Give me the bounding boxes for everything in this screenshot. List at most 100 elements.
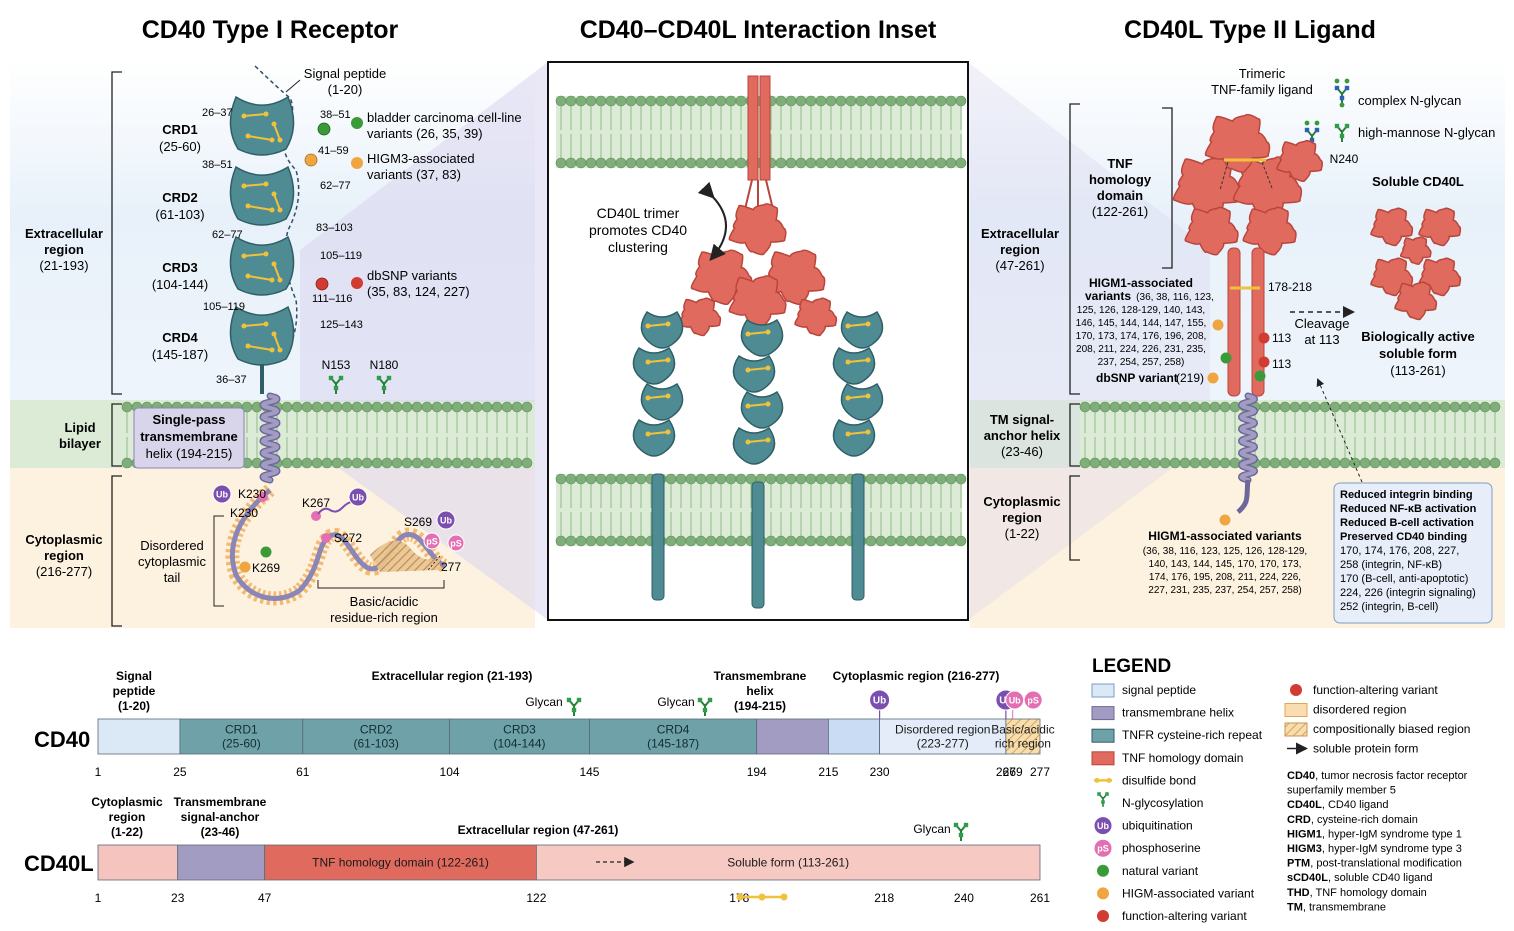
svg-text:Reduced integrin binding: Reduced integrin binding: [1340, 489, 1473, 501]
lipid-head: [421, 457, 433, 469]
dbsnp-legend-dot: [351, 277, 363, 289]
legend-swatch: [1091, 706, 1115, 721]
legend-dot: [1097, 887, 1109, 900]
badge-label: Ub: [1097, 821, 1109, 831]
disulfide-bond: [243, 183, 267, 187]
svg-text:(23-46): (23-46): [201, 825, 240, 839]
lipid-head: [441, 401, 453, 413]
lipid-head: [1279, 457, 1291, 469]
lipid-head: [1309, 457, 1321, 469]
cd40-region-brackets: [111, 71, 122, 627]
lipid-head: [895, 157, 907, 169]
glyco-site-n180: N180: [370, 358, 399, 372]
disulfide-bond: [847, 359, 869, 363]
legend-label: TNF homology domain: [1122, 751, 1243, 765]
lipid-head: [301, 457, 313, 469]
legend-bond-end: [1106, 777, 1112, 783]
legend-label: signal peptide: [1122, 683, 1196, 697]
svg-text:38–51: 38–51: [202, 159, 233, 171]
svg-text:(1-22): (1-22): [1005, 526, 1040, 541]
disulfide-bond: [847, 395, 869, 399]
legend-item: signal peptide: [1091, 683, 1196, 698]
lipid-head: [1179, 457, 1191, 469]
legend-item: natural variant: [1097, 864, 1199, 878]
lipid-head: [1359, 457, 1371, 469]
badge-label: Ub: [873, 696, 886, 707]
lipid-head: [121, 401, 133, 413]
glycan-residue: [1304, 127, 1310, 133]
lipid-head: [675, 95, 687, 107]
lipid-head: [431, 401, 443, 413]
cysteine: [277, 137, 283, 143]
higm3-variant-note: HIGM3-associated: [367, 151, 475, 166]
ligand-lobe: [1370, 207, 1414, 247]
lipid-head: [471, 457, 483, 469]
lipid-head: [835, 95, 847, 107]
dbsnp-variant-dot: [315, 277, 329, 291]
lipid-head: [765, 535, 777, 547]
lipid-head: [461, 457, 473, 469]
lipid-head: [705, 535, 717, 547]
legend-dot: [1290, 684, 1302, 696]
lipid-head: [1259, 457, 1271, 469]
ubiquitin-badge: [436, 510, 456, 530]
complex-glycan-label: complex N-glycan: [1358, 93, 1461, 108]
legend-abbreviation: sCD40L, soluble CD40 ligand: [1287, 872, 1433, 884]
svg-text:Reduced NF-κB activation: Reduced NF-κB activation: [1340, 503, 1477, 515]
lipid-head: [785, 95, 797, 107]
svg-text:Cytoplasmic region (216-277): Cytoplasmic region (216-277): [833, 669, 1000, 683]
lipid-head: [511, 401, 523, 413]
lipid-head: [1219, 401, 1231, 413]
cysteine: [665, 393, 671, 399]
lipid-head: [521, 457, 533, 469]
lipid-head: [635, 473, 647, 485]
glycan-residue: [1101, 800, 1105, 804]
svg-text:bilayer: bilayer: [59, 436, 101, 451]
glycan-residue: [376, 375, 382, 381]
cd40-map-name: CD40: [34, 727, 90, 752]
ubiquitin-badge: [1093, 816, 1113, 836]
lipid-head: [1319, 457, 1331, 469]
legend-item: disulfide bond: [1094, 773, 1196, 787]
cysteine: [271, 261, 277, 267]
svg-text:125, 126, 128-129, 140, 143,: 125, 126, 128-129, 140, 143,: [1077, 305, 1205, 316]
legend-item: TNFR cysteine-rich repeat: [1091, 728, 1263, 743]
ligand-lobe: [1242, 206, 1297, 256]
legend-title: LEGEND: [1092, 656, 1171, 677]
segment-label: Disordered region: [895, 723, 990, 737]
lipid-head: [361, 401, 373, 413]
svg-text:258 (integrin, NF-κB): 258 (integrin, NF-κB): [1340, 559, 1442, 571]
badge-label: Ub: [1009, 696, 1021, 706]
basic-region-label-2: residue-rich region: [330, 610, 438, 625]
legend-label: disordered region: [1313, 703, 1406, 717]
cysteine: [765, 437, 771, 443]
lipid-head: [695, 535, 707, 547]
lipid-head: [945, 157, 957, 169]
cysteine: [263, 181, 269, 187]
lipid-head: [915, 535, 927, 547]
dbsnp-variant-note: dbSNP variants: [367, 268, 458, 283]
disulfide-bond: [243, 253, 267, 257]
lipid-head: [635, 157, 647, 169]
title-cd40l-ligand: CD40L Type II Ligand: [1124, 16, 1376, 44]
lipid-head: [1419, 401, 1431, 413]
lipid-head: [795, 473, 807, 485]
cysteine: [865, 357, 871, 363]
lipid-head: [715, 157, 727, 169]
cysteine: [271, 331, 277, 337]
lipid-head: [685, 535, 697, 547]
domain-segment: [449, 718, 590, 755]
lipid-head: [705, 157, 717, 169]
lipid-head: [401, 401, 413, 413]
helix-coil-highlight: [1239, 394, 1257, 482]
legend-item: N-glycosylation: [1097, 792, 1203, 810]
legend-item: function-altering variant: [1290, 683, 1438, 697]
lipid-head: [735, 95, 747, 107]
phosphoserine-badge: [1093, 838, 1113, 858]
svg-text:170 (B-cell, anti-apoptotic): 170 (B-cell, anti-apoptotic): [1340, 573, 1468, 585]
lipid-head: [1369, 457, 1381, 469]
lipid-head: [391, 401, 403, 413]
svg-text:helix: helix: [746, 684, 774, 698]
lipid-head: [655, 157, 667, 169]
